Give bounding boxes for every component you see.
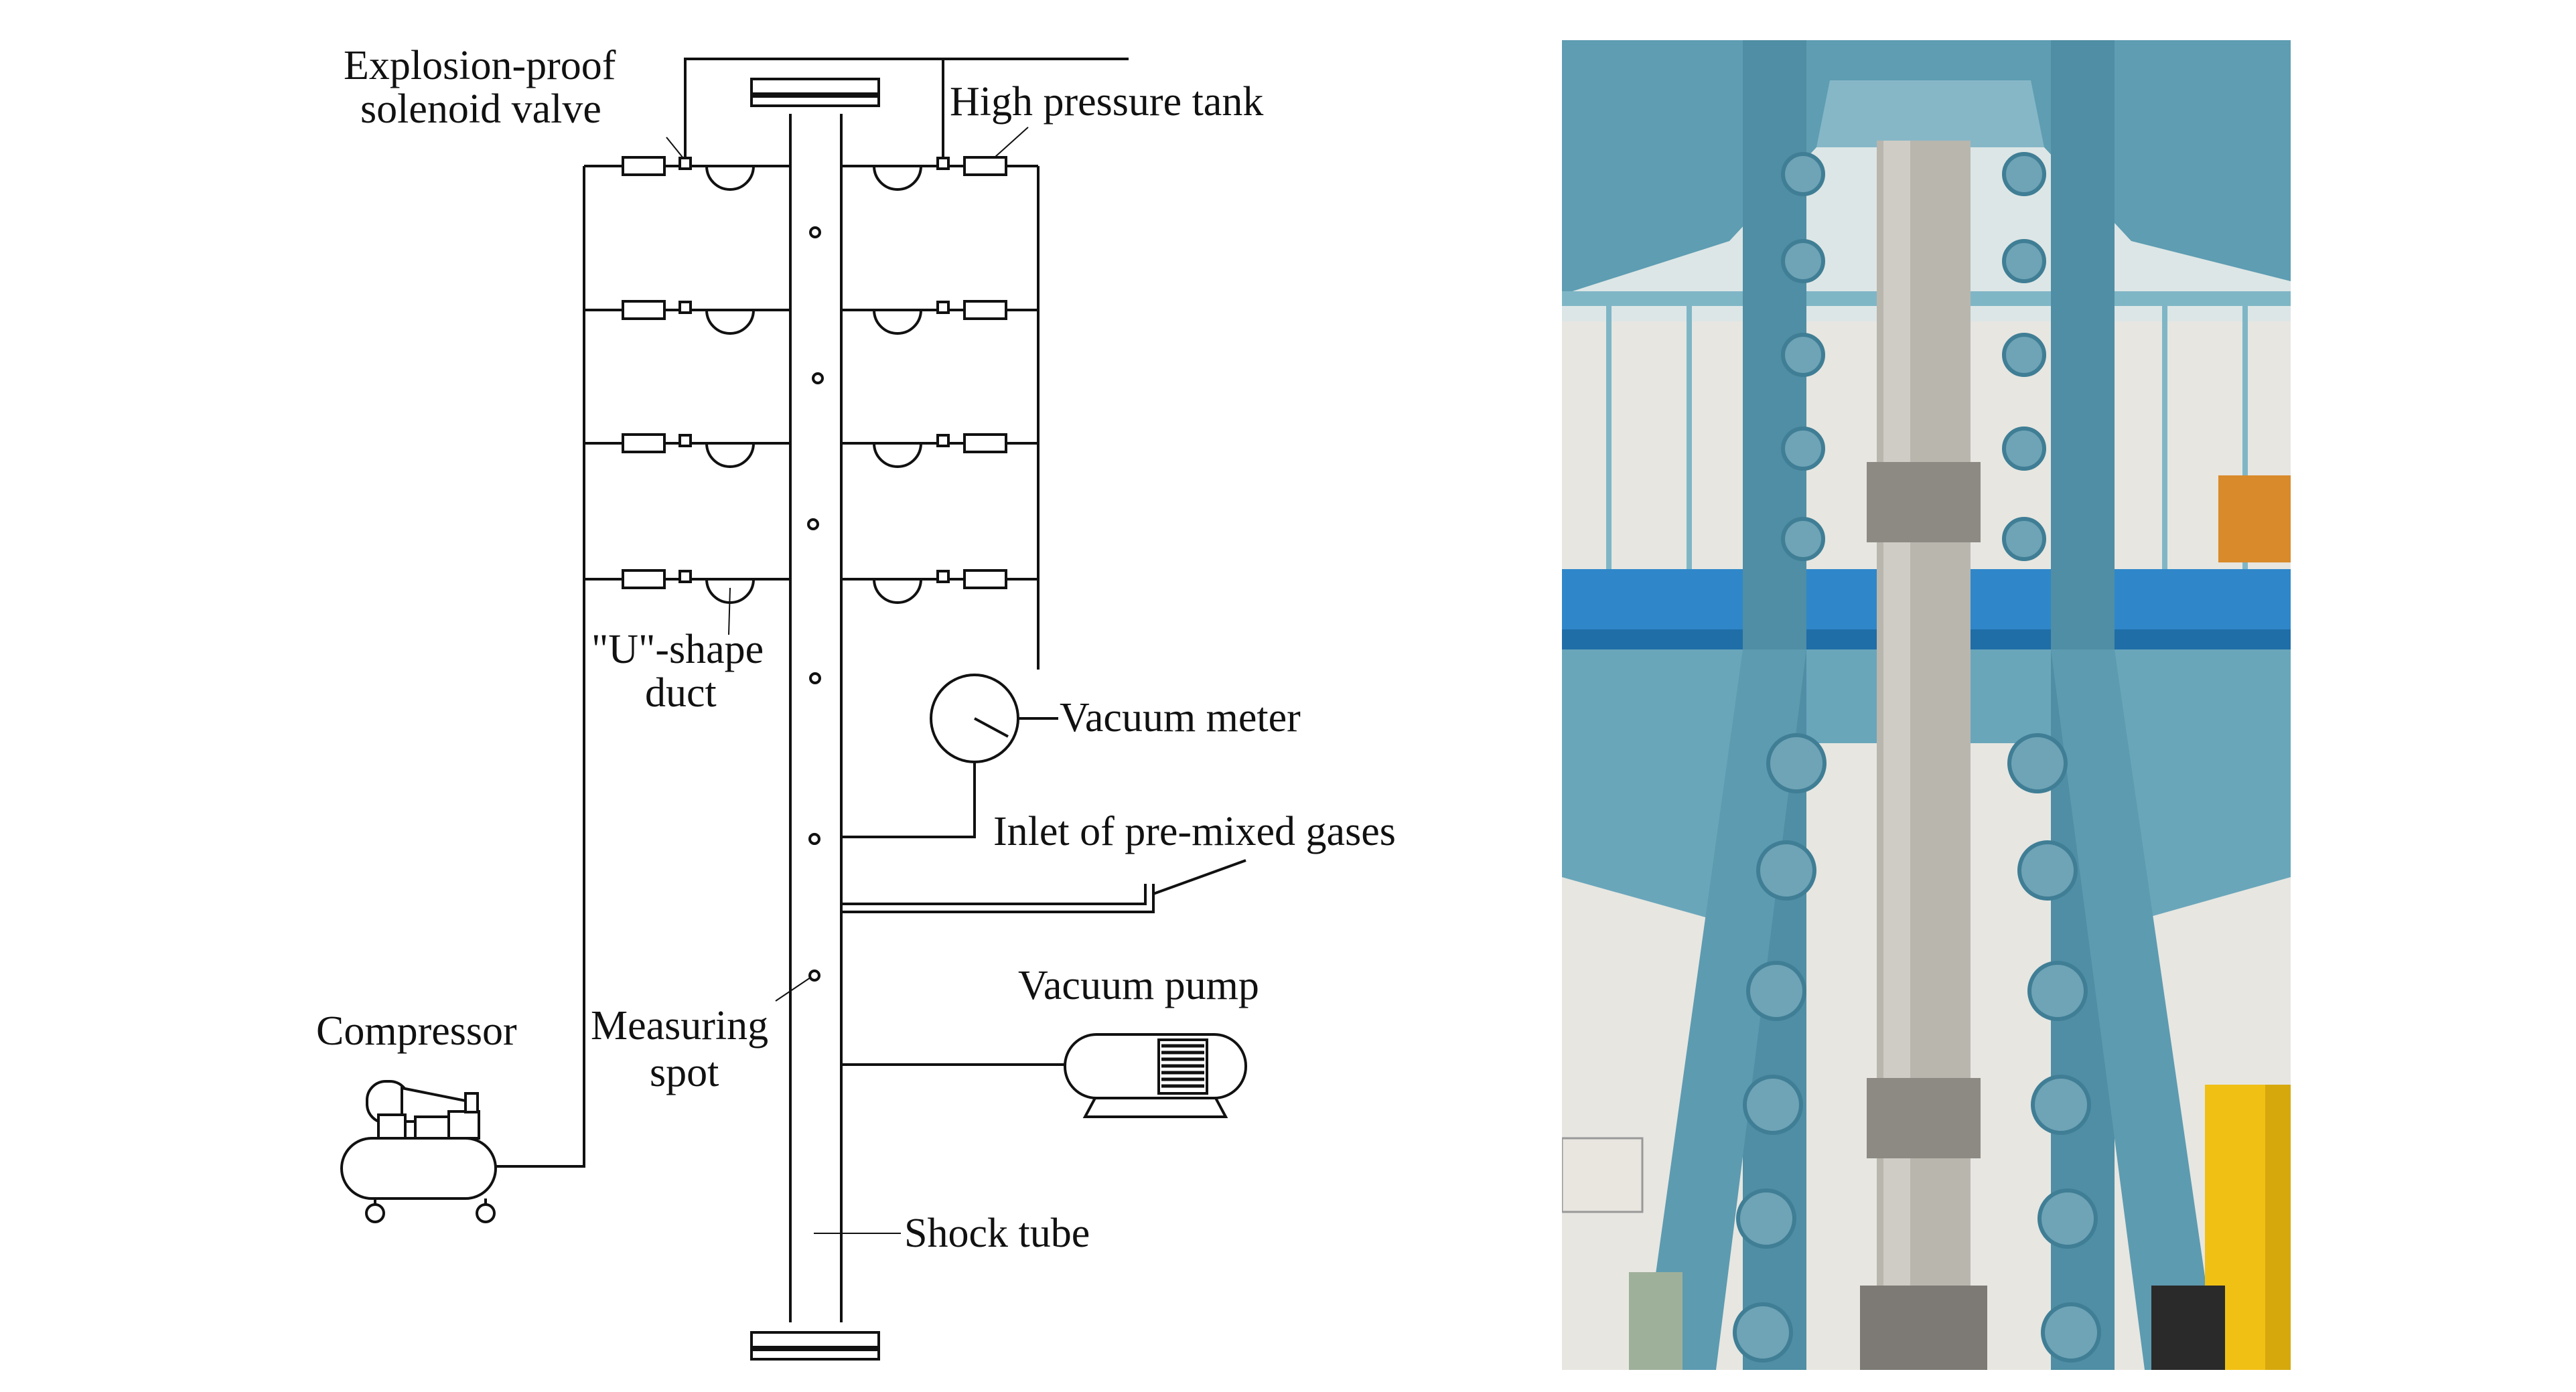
supply-lines <box>496 58 1129 1168</box>
compressor-label: Compressor <box>316 1008 517 1054</box>
solenoid-valve <box>678 157 692 170</box>
u-shape-duct <box>873 443 922 468</box>
high-pressure-tank <box>622 156 666 176</box>
measuring-spots <box>807 226 824 982</box>
u-shape-duct <box>873 578 922 604</box>
measuring-spot <box>808 970 820 982</box>
duct-label: duct <box>645 670 717 716</box>
solenoid-valve <box>936 301 950 314</box>
u-shape-duct <box>705 443 755 468</box>
high-pressure-tank <box>963 300 1007 320</box>
compressor <box>340 1080 497 1223</box>
solenoid-valve <box>678 301 692 314</box>
measuring-spot <box>809 672 821 684</box>
experimental-rig-photo <box>1562 40 2291 1370</box>
high-pressure-tank <box>622 433 666 453</box>
gas-inlet <box>841 859 1246 913</box>
vacuum-meter <box>841 674 1058 838</box>
level-4 <box>584 569 1038 604</box>
shock-tube-label: Shock tube <box>904 1211 1090 1256</box>
measuring-spot <box>808 833 820 845</box>
high-pressure-tank-label: High pressure tank <box>950 79 1263 125</box>
high-pressure-tank <box>963 569 1007 589</box>
shock-tube-schematic: Explosion-proof solenoid valve High pres… <box>316 43 1396 1361</box>
vacuum-meter-label: Vacuum meter <box>1060 695 1301 741</box>
u-shape-duct <box>873 309 922 335</box>
solenoid-valve <box>936 157 950 170</box>
leader-lines <box>666 127 1029 1234</box>
high-pressure-tank <box>622 300 666 320</box>
spot-label: spot <box>650 1050 719 1095</box>
vacuum-pump-label: Vacuum pump <box>1018 963 1259 1008</box>
inlet-label: Inlet of pre-mixed gases <box>993 809 1396 854</box>
measuring-label: Measuring <box>591 1003 768 1049</box>
solenoid-valve <box>936 434 950 447</box>
high-pressure-tank <box>622 569 666 589</box>
high-pressure-tank <box>963 433 1007 453</box>
solenoid-valve <box>678 434 692 447</box>
solenoid-valve <box>936 570 950 583</box>
u-shape-duct <box>705 309 755 335</box>
measuring-spot <box>812 372 824 384</box>
measuring-spot <box>807 518 819 530</box>
level-3 <box>584 433 1038 468</box>
shock-tube <box>750 78 880 1361</box>
u-shape-label: "U"-shape <box>591 627 764 672</box>
vacuum-pump <box>841 1033 1247 1118</box>
u-shape-duct <box>873 165 922 191</box>
high-pressure-tank <box>963 156 1007 176</box>
level-1 <box>584 156 1038 191</box>
solenoid-valve <box>678 570 692 583</box>
explosion-proof-label: Explosion-proof <box>344 43 616 88</box>
u-shape-duct <box>705 165 755 191</box>
solenoid-valve-label: solenoid valve <box>360 86 601 132</box>
measuring-spot <box>809 226 821 238</box>
level-2 <box>584 300 1038 335</box>
